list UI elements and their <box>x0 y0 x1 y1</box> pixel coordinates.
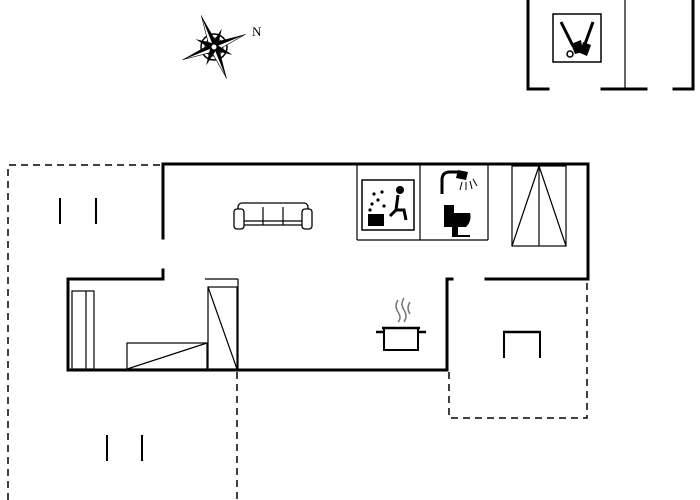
shower-icon <box>440 170 478 194</box>
compass-rose-icon <box>182 15 246 79</box>
terrace-outline-right <box>448 282 588 419</box>
table-icon <box>503 330 541 358</box>
compass-north-label: N <box>252 24 262 39</box>
sauna-icon <box>361 179 415 231</box>
deck-marks <box>59 198 143 461</box>
shed-outline <box>526 0 695 91</box>
wardrobe <box>511 165 567 247</box>
toilet-icon <box>444 205 471 237</box>
shovel-broom-icon <box>552 13 602 63</box>
bedroom-wardrobe <box>207 286 238 370</box>
cooking-pot-icon <box>376 297 426 351</box>
terrace-outline-left <box>7 164 238 500</box>
bed <box>126 342 208 370</box>
bedroom-closet <box>71 290 95 370</box>
sofa-icon <box>233 202 313 230</box>
house-walls <box>66 162 590 372</box>
